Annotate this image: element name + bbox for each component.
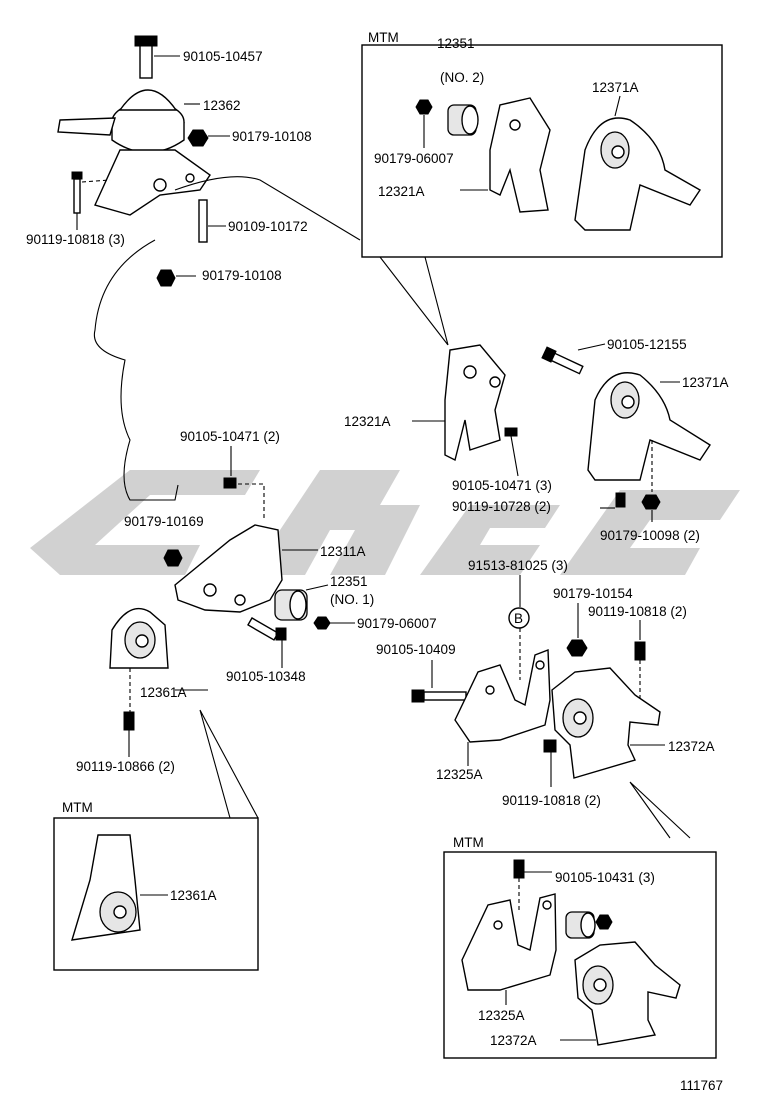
part-label: 12361A (170, 888, 217, 903)
part-label: 90109-10172 (228, 219, 308, 234)
part-label: 12321A (378, 184, 425, 199)
part-label: 12325A (478, 1008, 525, 1023)
part-label: 90119-10728 (2) (452, 499, 551, 514)
part-label: 12372A (490, 1033, 537, 1048)
bolt-icon (541, 346, 584, 375)
nut-icon (641, 494, 661, 510)
mount-bracket-12321a-icon (489, 97, 551, 213)
mount-insulator-12372a (551, 667, 661, 779)
part-label: 12371A (592, 80, 639, 95)
nut-icon (566, 639, 588, 657)
part-label: 90179-10108 (232, 129, 312, 144)
bolt-icon (71, 171, 83, 214)
nut-icon (313, 616, 331, 630)
inset-mtm-left: MTM 12361A (53, 800, 259, 971)
mount-insulator-no1 (274, 589, 308, 621)
bolt-icon (411, 689, 467, 703)
part-label: 90105-10471 (3) (452, 478, 552, 493)
stud-icon (198, 199, 208, 243)
mount-insulator-12371a-icon (574, 117, 701, 231)
part-label: 12321A (344, 414, 391, 429)
inset-title: MTM (368, 30, 399, 45)
mount-bracket-12325a (454, 648, 551, 743)
inset-mtm-bottom: MTM 90105-10431 (3) 12325A 12372A (443, 835, 717, 1059)
reference-b-label: B (514, 611, 523, 626)
part-label: 90105-10457 (183, 49, 263, 64)
bolt-icon (634, 641, 646, 661)
bolt-icon (543, 739, 557, 753)
part-label: 91513-81025 (3) (468, 558, 568, 573)
part-label: 90105-10431 (3) (555, 870, 655, 885)
engine-outline (93, 176, 361, 501)
bolt-icon (123, 711, 135, 731)
bolt-icon (223, 477, 237, 489)
part-label: (NO. 1) (330, 592, 374, 607)
part-label: 90119-10818 (2) (588, 604, 687, 619)
mount-insulator-12371a (587, 372, 711, 481)
part-label: 90179-10154 (553, 586, 633, 601)
part-label: 12351 (437, 36, 475, 51)
part-label: 90179-10169 (124, 514, 204, 529)
inset-title: MTM (453, 835, 484, 850)
part-label: 90105-10409 (376, 642, 456, 657)
part-label: 90105-10348 (226, 669, 306, 684)
inset-title: MTM (62, 800, 93, 815)
engine-mount-insulator-rh-12362 (57, 35, 211, 216)
part-label: 90179-06007 (374, 151, 454, 166)
part-label: 12372A (668, 739, 715, 754)
diagram-number: 111767 (680, 1078, 723, 1093)
inset-mtm-top: MTM 12351 (NO. 2) 90179-06007 12321A 123… (361, 30, 723, 346)
part-label: 90119-10818 (3) (26, 232, 125, 247)
mount-bracket-12311a (174, 524, 283, 613)
part-label: 12311A (320, 544, 366, 559)
part-label: 12362 (203, 98, 241, 113)
part-label: 90119-10818 (2) (502, 793, 601, 808)
part-label: 12361A (140, 685, 187, 700)
part-label: 12351 (330, 574, 368, 589)
bolt-icon (615, 492, 626, 508)
mount-insulator-12361a (109, 607, 169, 669)
nut-icon (187, 129, 209, 147)
part-label: 90105-10471 (2) (180, 429, 280, 444)
part-label: 12325A (436, 767, 483, 782)
part-label: 90105-12155 (607, 337, 687, 352)
part-label: (NO. 2) (440, 70, 484, 85)
part-label: 90179-06007 (357, 616, 437, 631)
part-label: 90179-10098 (2) (600, 528, 700, 543)
mount-insulator-no2-icon (447, 104, 479, 136)
watermark-logo (30, 470, 740, 575)
bolt-icon (504, 427, 518, 437)
nut-icon (163, 549, 183, 567)
reference-b-marker: B (508, 607, 530, 629)
part-label: 90119-10866 (2) (76, 759, 175, 774)
part-label: 90179-10108 (202, 268, 282, 283)
mount-bracket-12321a (444, 344, 506, 462)
nut-icon (156, 269, 176, 287)
part-label: 12371A (682, 375, 729, 390)
bolt-icon (247, 617, 287, 641)
